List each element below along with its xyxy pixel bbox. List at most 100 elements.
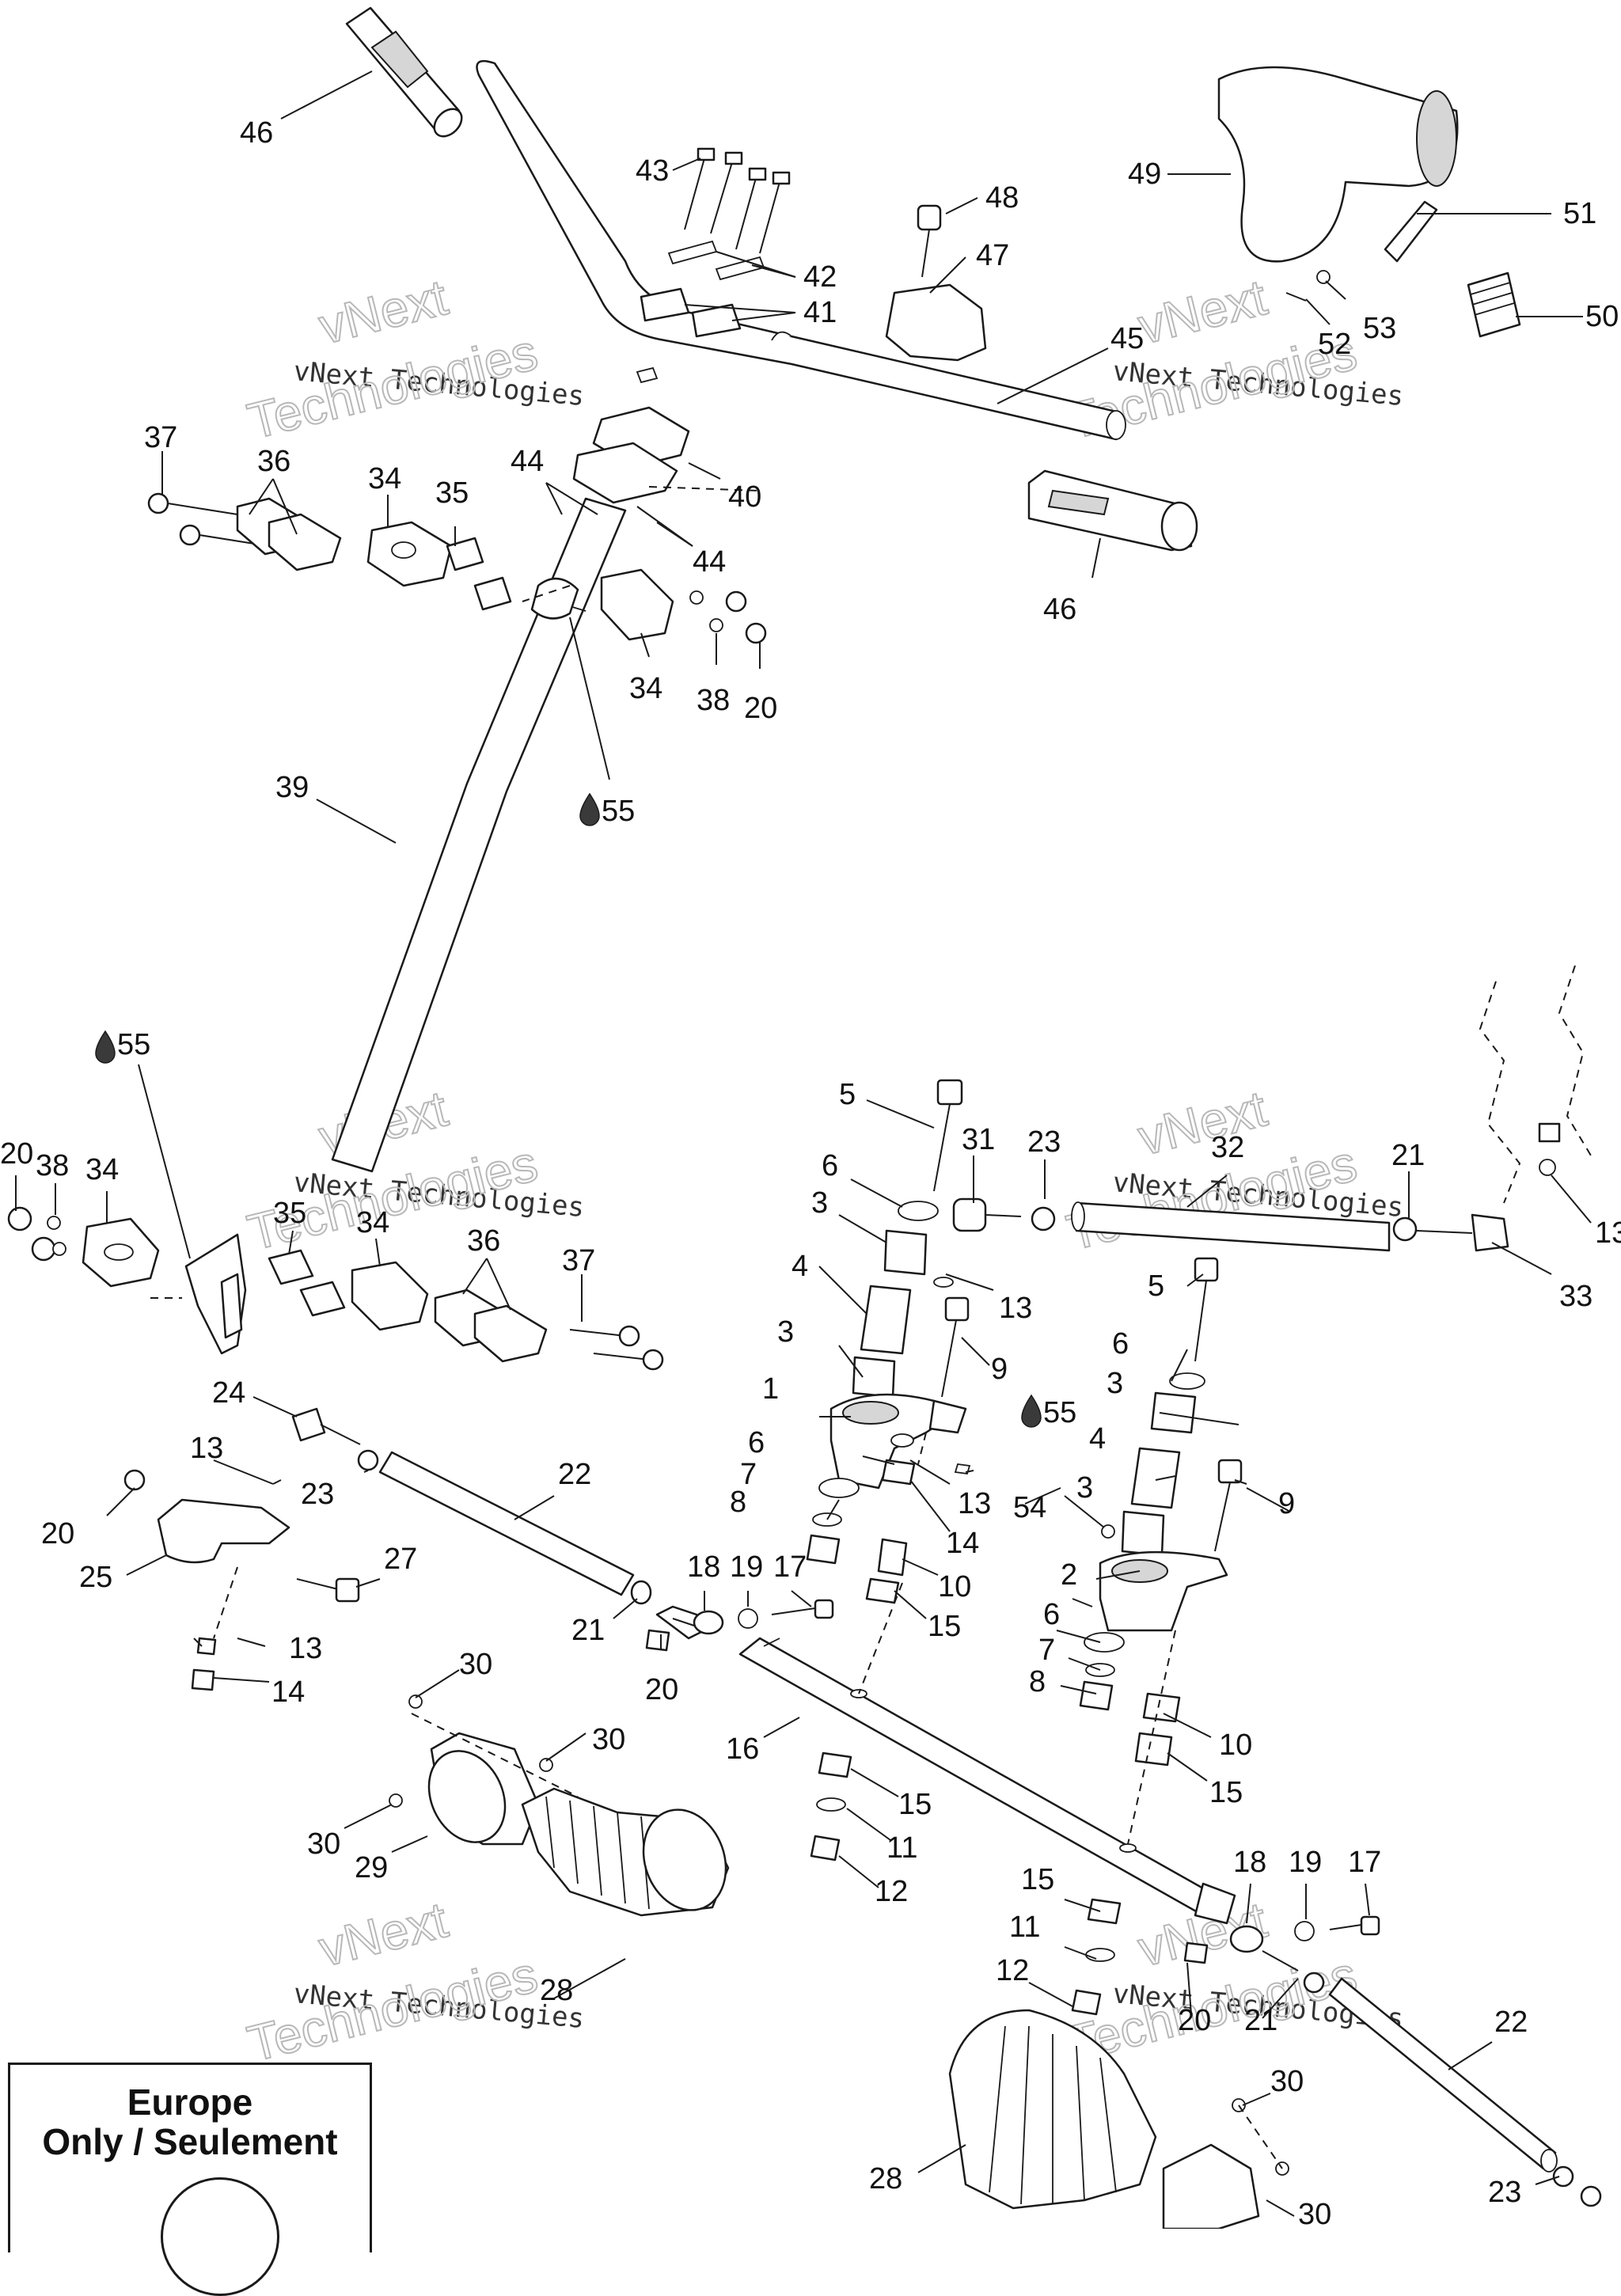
lower-linkage-left (7, 1206, 664, 1371)
callout-29: 29 (355, 1851, 388, 1884)
callout-11a: 11 (886, 1831, 917, 1865)
callout-10a: 10 (938, 1570, 971, 1603)
callout-33: 33 (1559, 1280, 1593, 1313)
crosslink-16 (738, 1637, 1236, 1925)
callout-47: 47 (976, 239, 1009, 272)
callout-7a: 7 (740, 1458, 757, 1491)
callout-6d: 6 (1043, 1598, 1060, 1631)
callout-3c: 3 (1107, 1367, 1123, 1400)
callout-22b: 22 (1494, 2006, 1528, 2039)
parts (7, 6, 1602, 2229)
callout-21b: 21 (571, 1614, 605, 1647)
tierod-22-left (123, 1407, 652, 1691)
callout-9a: 9 (991, 1353, 1008, 1386)
column-39 (331, 366, 690, 1173)
watermark: vNext vNext Technologies Technologies (241, 1890, 586, 2073)
callout-19a: 19 (730, 1550, 763, 1584)
leader-lines (15, 70, 1592, 2217)
svg-text:vNext: vNext (1133, 1080, 1272, 1166)
column-bottom (184, 1233, 247, 1355)
legend-title: Europe Only / Seulement (10, 2082, 370, 2161)
callout-30b: 30 (592, 1723, 625, 1756)
svg-text:vNext: vNext (313, 268, 453, 355)
callout-41: 41 (803, 296, 837, 329)
callout-32: 32 (1211, 1131, 1244, 1164)
callout-45: 45 (1110, 322, 1144, 355)
callout-12a: 12 (875, 1875, 908, 1908)
callout-35a: 35 (435, 476, 469, 510)
callout-31: 31 (962, 1123, 995, 1156)
callout-18b: 18 (1233, 1846, 1266, 1879)
callout-38b: 38 (36, 1149, 69, 1182)
callout-55b: 55 (117, 1028, 150, 1061)
callout-23b: 23 (301, 1478, 334, 1511)
callout-6a: 6 (822, 1149, 838, 1182)
callout-40: 40 (728, 480, 761, 514)
callout-35b: 35 (273, 1197, 306, 1230)
callout-5a: 5 (839, 1078, 856, 1111)
callout-16: 16 (726, 1732, 759, 1766)
callout-34d: 34 (356, 1206, 389, 1239)
callout-14a: 14 (946, 1527, 979, 1560)
callout-23c: 23 (1488, 2176, 1521, 2209)
legend-line-1: Europe (127, 2082, 253, 2123)
tierod-32 (952, 965, 1592, 1252)
callout-20e: 20 (1178, 2004, 1211, 2037)
callout-28b: 28 (869, 2162, 902, 2195)
stack-15-11-12-right (1071, 1898, 1122, 2016)
callout-3b: 3 (777, 1315, 794, 1349)
callout-36b: 36 (467, 1224, 500, 1258)
callout-24: 24 (212, 1376, 245, 1410)
callout-18a: 18 (687, 1550, 720, 1584)
callout-15d: 15 (1021, 1863, 1054, 1896)
callout-15c: 15 (898, 1788, 932, 1821)
callout-17b: 17 (1348, 1846, 1381, 1879)
callout-13e: 13 (289, 1632, 322, 1665)
callout-13c: 13 (190, 1432, 223, 1465)
bolt-9a (933, 1277, 970, 1398)
boot-28-left (389, 1694, 730, 1917)
callout-21c: 21 (1244, 2004, 1277, 2037)
callout-20d: 20 (645, 1673, 678, 1706)
callout-46b: 46 (1043, 593, 1076, 626)
callout-13d: 13 (958, 1487, 991, 1520)
callout-42: 42 (803, 260, 837, 294)
middle-stack (865, 1433, 1115, 1604)
callout-20c: 20 (41, 1517, 74, 1550)
callout-8b: 8 (1029, 1665, 1046, 1698)
clamp-47 (885, 204, 987, 362)
grip-46-top (345, 6, 463, 138)
callout-52: 52 (1318, 328, 1351, 361)
balljoint-18-left (645, 1599, 834, 1652)
callout-15a: 15 (928, 1610, 961, 1643)
callout-30d: 30 (1270, 2065, 1304, 2098)
arm-2-stack (1079, 1257, 1243, 1711)
callout-34c: 34 (85, 1153, 119, 1186)
watermark: vNext vNext Technologies Technologies (241, 268, 586, 450)
legend-line-2: Only / Seulement (42, 2121, 338, 2162)
lubricant-icon (1021, 1394, 1042, 1428)
svg-text:Technologies: Technologies (242, 323, 543, 450)
callout-37b: 37 (562, 1244, 595, 1277)
callout-34b: 34 (629, 672, 662, 705)
callout-44b: 44 (693, 545, 726, 579)
callout-11b: 11 (1009, 1911, 1040, 1944)
callout-6b: 6 (1112, 1327, 1129, 1361)
callout-4a: 4 (792, 1250, 808, 1283)
callout-9b: 9 (1278, 1487, 1295, 1520)
callout-28a: 28 (540, 1974, 573, 2007)
lubricant-icon (579, 792, 600, 826)
callout-17a: 17 (773, 1550, 807, 1584)
callout-36a: 36 (257, 445, 290, 478)
callout-1: 1 (762, 1372, 779, 1406)
callout-19b: 19 (1289, 1846, 1322, 1879)
callout-30c: 30 (307, 1827, 340, 1861)
callout-30e: 30 (1298, 2198, 1331, 2229)
arm-1-stack (806, 1079, 967, 1565)
callout-39: 39 (275, 771, 309, 804)
callout-27: 27 (384, 1543, 417, 1576)
legend-part-circle (161, 2177, 279, 2296)
callout-20b: 20 (0, 1137, 33, 1171)
watermark: vNext vNext Technologies Technologies (241, 1079, 586, 1262)
balljoint-18-right (1183, 1915, 1380, 1994)
